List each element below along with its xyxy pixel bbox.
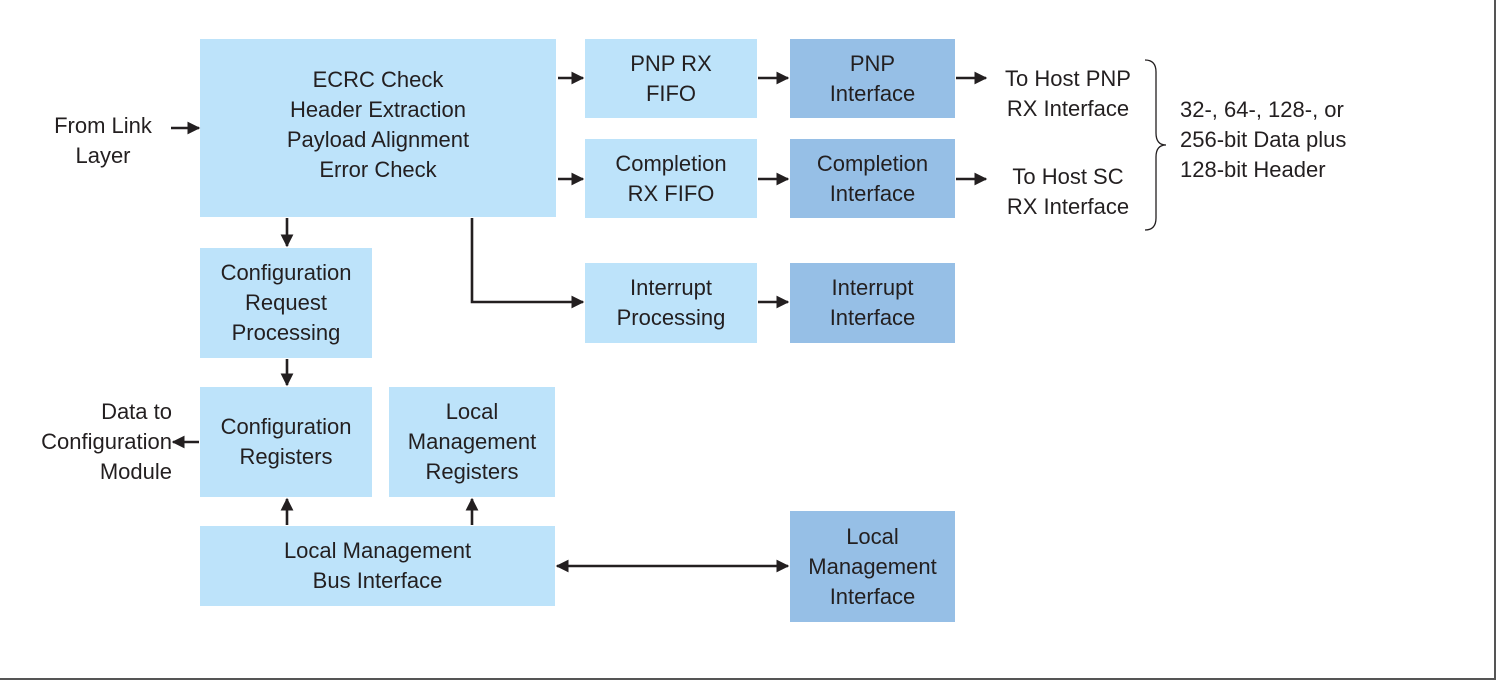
- configuration-registers-block: Configuration Registers: [200, 387, 372, 497]
- completion-interface-block: Completion Interface: [790, 139, 955, 218]
- pnp-rx-fifo-block: PNP RX FIFO: [585, 39, 757, 118]
- local-management-interface-block: Local Management Interface: [790, 511, 955, 622]
- bus-width-brace: [1144, 59, 1167, 231]
- configuration-request-processing-block: Configuration Request Processing: [200, 248, 372, 358]
- local-management-registers-block: Local Management Registers: [389, 387, 555, 497]
- to-host-sc-label: To Host SC RX Interface: [1006, 164, 1130, 219]
- bus-width-label: 32-, 64-, 128-, or 256-bit Data plus 128…: [1180, 97, 1347, 182]
- from-link-layer-label: From Link Layer: [54, 113, 152, 168]
- to-host-pnp-label: To Host PNP RX Interface: [1005, 66, 1131, 121]
- arrow-to-interrupt-processing: [470, 218, 585, 309]
- interrupt-interface-block: Interrupt Interface: [790, 263, 955, 343]
- ecrc-block: ECRC Check Header Extraction Payload Ali…: [200, 39, 556, 217]
- data-to-configuration-module-label: Data to Configuration Module: [41, 399, 172, 484]
- pnp-interface-block: PNP Interface: [790, 39, 955, 118]
- interrupt-processing-block: Interrupt Processing: [585, 263, 757, 343]
- local-management-bus-interface-block: Local Management Bus Interface: [200, 526, 555, 606]
- completion-rx-fifo-block: Completion RX FIFO: [585, 139, 757, 218]
